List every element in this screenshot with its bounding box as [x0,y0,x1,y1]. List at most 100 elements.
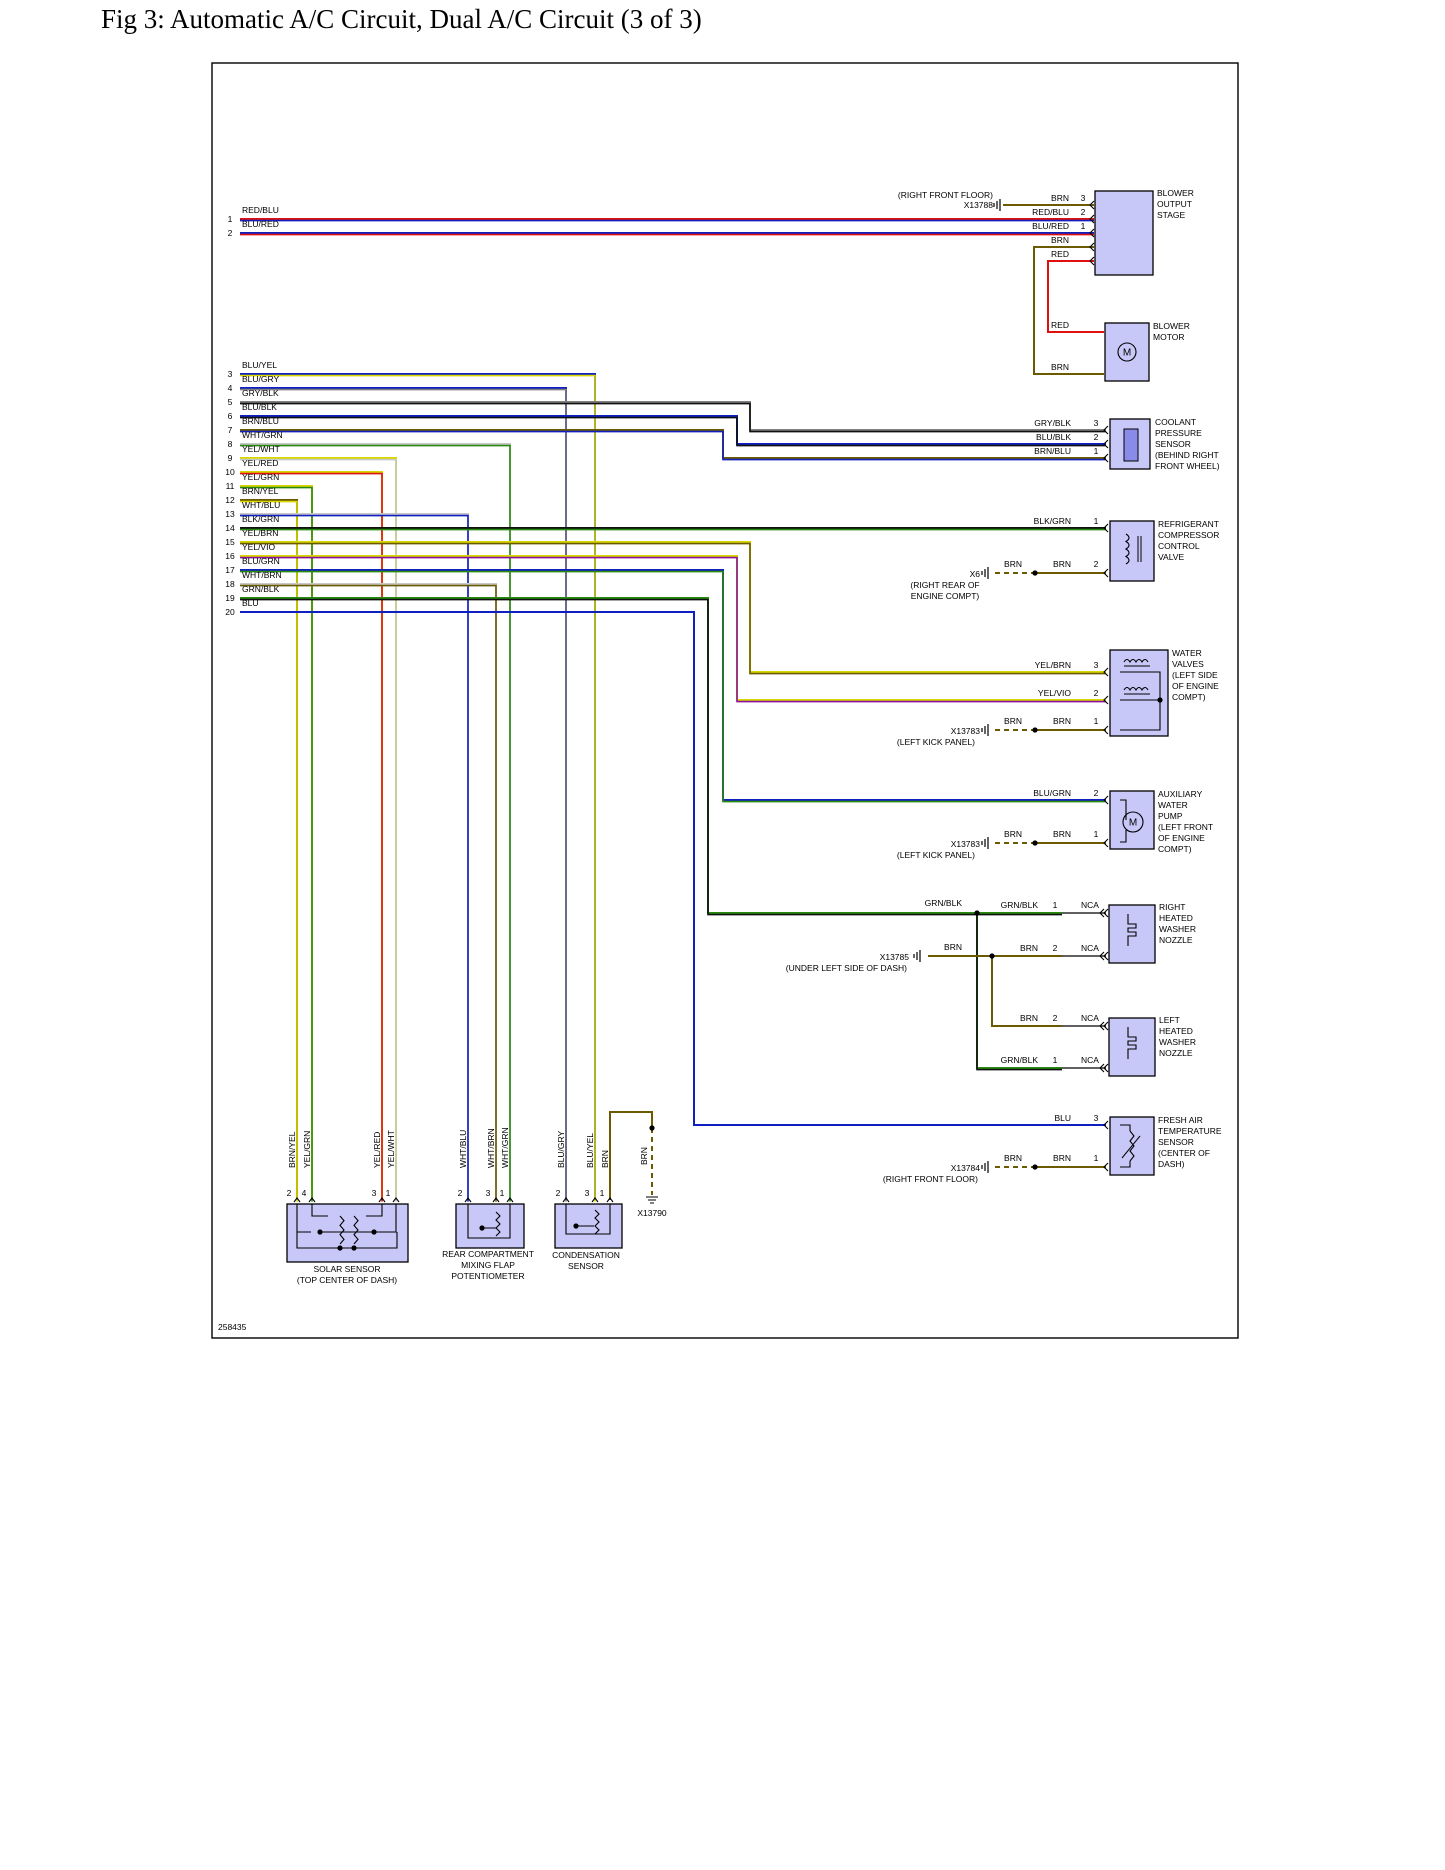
ground-icon [981,837,989,849]
wire-tracer [240,472,383,1202]
wire-label: BRN [1020,1013,1038,1023]
component-name: PUMP [1158,811,1183,821]
wire-label: BRN [1004,559,1022,569]
wire-core [1047,260,1104,333]
pin-number: 2 [1094,688,1099,698]
connector-mark [1103,439,1109,449]
connector-mark [506,1197,514,1203]
connector-mark [1089,214,1095,224]
sensor-wiring [296,1232,398,1249]
wire-blower-brn [1033,246,1104,375]
wire-tracer [240,584,497,1202]
pin-number: 2 [1094,788,1099,798]
connector-mark [1103,425,1109,435]
splice-dot [1157,697,1163,703]
connector-mark [1103,1063,1109,1073]
component-name: MOTOR [1153,332,1184,342]
sensor-wiring [565,1204,611,1235]
component-name: SENSOR [1158,1137,1194,1147]
ground-id: X13788 [964,200,994,210]
pin-number: 2 [228,228,233,238]
pin-number: 11 [226,481,235,491]
pin-number: 2 [1053,943,1058,953]
wire-core [240,541,1106,673]
component-name: LEFT [1159,1015,1180,1025]
pin-number: 15 [225,537,235,547]
component-name: BLOWER [1153,321,1190,331]
wire-label: WHT/GRN [242,430,283,440]
wire-tracer [240,598,977,916]
wire-core [976,913,1062,1069]
connector-mark [1089,256,1095,266]
splice-dot [371,1229,377,1235]
wire-label: BRN [1051,193,1069,203]
pin-number: 3 [372,1188,377,1198]
wire-8 [240,443,511,1202]
ground-icon [913,950,921,962]
wire-label: BLU/BLK [1036,432,1071,442]
pin-number: 3 [1094,418,1099,428]
component-name: (BEHIND RIGHT [1155,450,1219,460]
ground-location: ENGINE COMPT) [911,591,980,601]
connector-mark [1103,795,1109,805]
pin-number: 3 [1094,1113,1099,1123]
connector-mark [1103,453,1109,463]
wire-label: BRN [1004,716,1022,726]
connector-mark [1099,1021,1105,1031]
wire-label: BLU/GRN [242,556,280,566]
wire-label: BLU/RED [242,219,279,229]
wire-core [1033,246,1104,375]
ground-location: (LEFT KICK PANEL) [897,850,975,860]
component-name: WATER [1172,648,1202,658]
wire-condensation-ground [609,1111,653,1200]
wire-label: RED/BLU [1032,207,1069,217]
ground-location: (UNDER LEFT SIDE OF DASH) [786,963,907,973]
wire-core [991,956,1062,1027]
connector-mark [1103,725,1109,735]
wire-tracer [240,416,1106,447]
wire-3 [240,373,596,1202]
pin-number: 12 [225,495,235,505]
pin-number: 16 [225,551,235,561]
connector-mark [1103,523,1109,533]
wire-label: WHT/BRN [486,1128,496,1168]
motor-icon [1117,342,1137,362]
wire-label: BLU [242,598,259,608]
wire-label: BRN [1053,1153,1071,1163]
pin-number: 20 [225,607,235,617]
sensor-element [1123,428,1139,462]
blower-output-stage [1094,190,1154,276]
pin-number: 2 [1094,559,1099,569]
wire-core [240,373,596,1200]
pump-wiring [1120,799,1127,843]
component-name: COOLANT [1155,417,1196,427]
component-name: (LEFT FRONT [1158,822,1213,832]
wire-label: BRN [639,1147,649,1165]
component-name: HEATED [1159,913,1193,923]
wire-label: BRN/BLU [1034,446,1071,456]
splice-dot [974,910,980,916]
wire-11 [240,485,313,1202]
splice-dot [1032,727,1038,733]
wire-label: BLU/BLK [242,402,277,412]
pin-number: 1 [1094,446,1099,456]
component-name: OF ENGINE [1172,681,1219,691]
component-name: RIGHT [1159,902,1185,912]
diagram-frame [211,62,1239,1339]
pin-number: 1 [386,1188,391,1198]
wire-core [240,597,977,914]
wire-17 [240,569,1106,803]
resistor-icon [1129,1130,1135,1162]
ground-id: X13790 [637,1208,667,1218]
blower-motor [1104,322,1150,382]
pin-number: 1 [1081,221,1086,231]
connector-mark [1103,568,1109,578]
connector-mark [562,1197,570,1203]
wire-core [240,387,567,1200]
pin-number: 14 [225,523,235,533]
wire-core [609,1111,653,1200]
wire-label: GRY/BLK [1034,418,1071,428]
wire-label: GRN/BLK [1001,1055,1039,1065]
solar-sensor [286,1203,409,1263]
pin-number: 1 [228,214,233,224]
